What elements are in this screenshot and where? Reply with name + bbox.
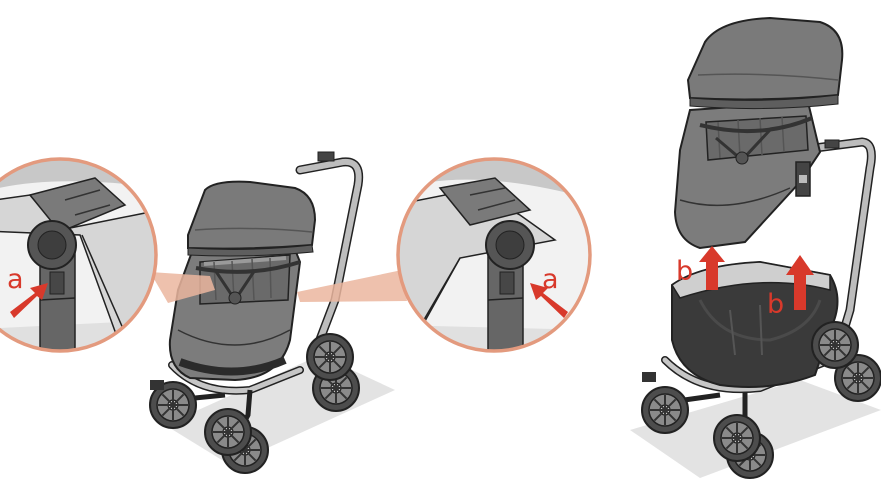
step-label-b-right: b (767, 289, 784, 320)
step-label-b-left: b (676, 256, 693, 287)
stroller-assembled (149, 151, 395, 474)
callout-wedge-left (150, 272, 215, 303)
callout-detail-left (0, 157, 158, 353)
callout-detail-right (396, 157, 592, 353)
lift-arrow-left (699, 246, 725, 290)
step-label-a-right: a (542, 264, 559, 295)
step-label-a-left: a (7, 264, 24, 295)
squeeze-arrow-left (10, 283, 48, 318)
callout-wedge-right (297, 270, 407, 302)
squeeze-arrow-right (530, 283, 568, 318)
lift-arrow-right (786, 255, 814, 310)
seat-unit-lifted (673, 16, 844, 250)
